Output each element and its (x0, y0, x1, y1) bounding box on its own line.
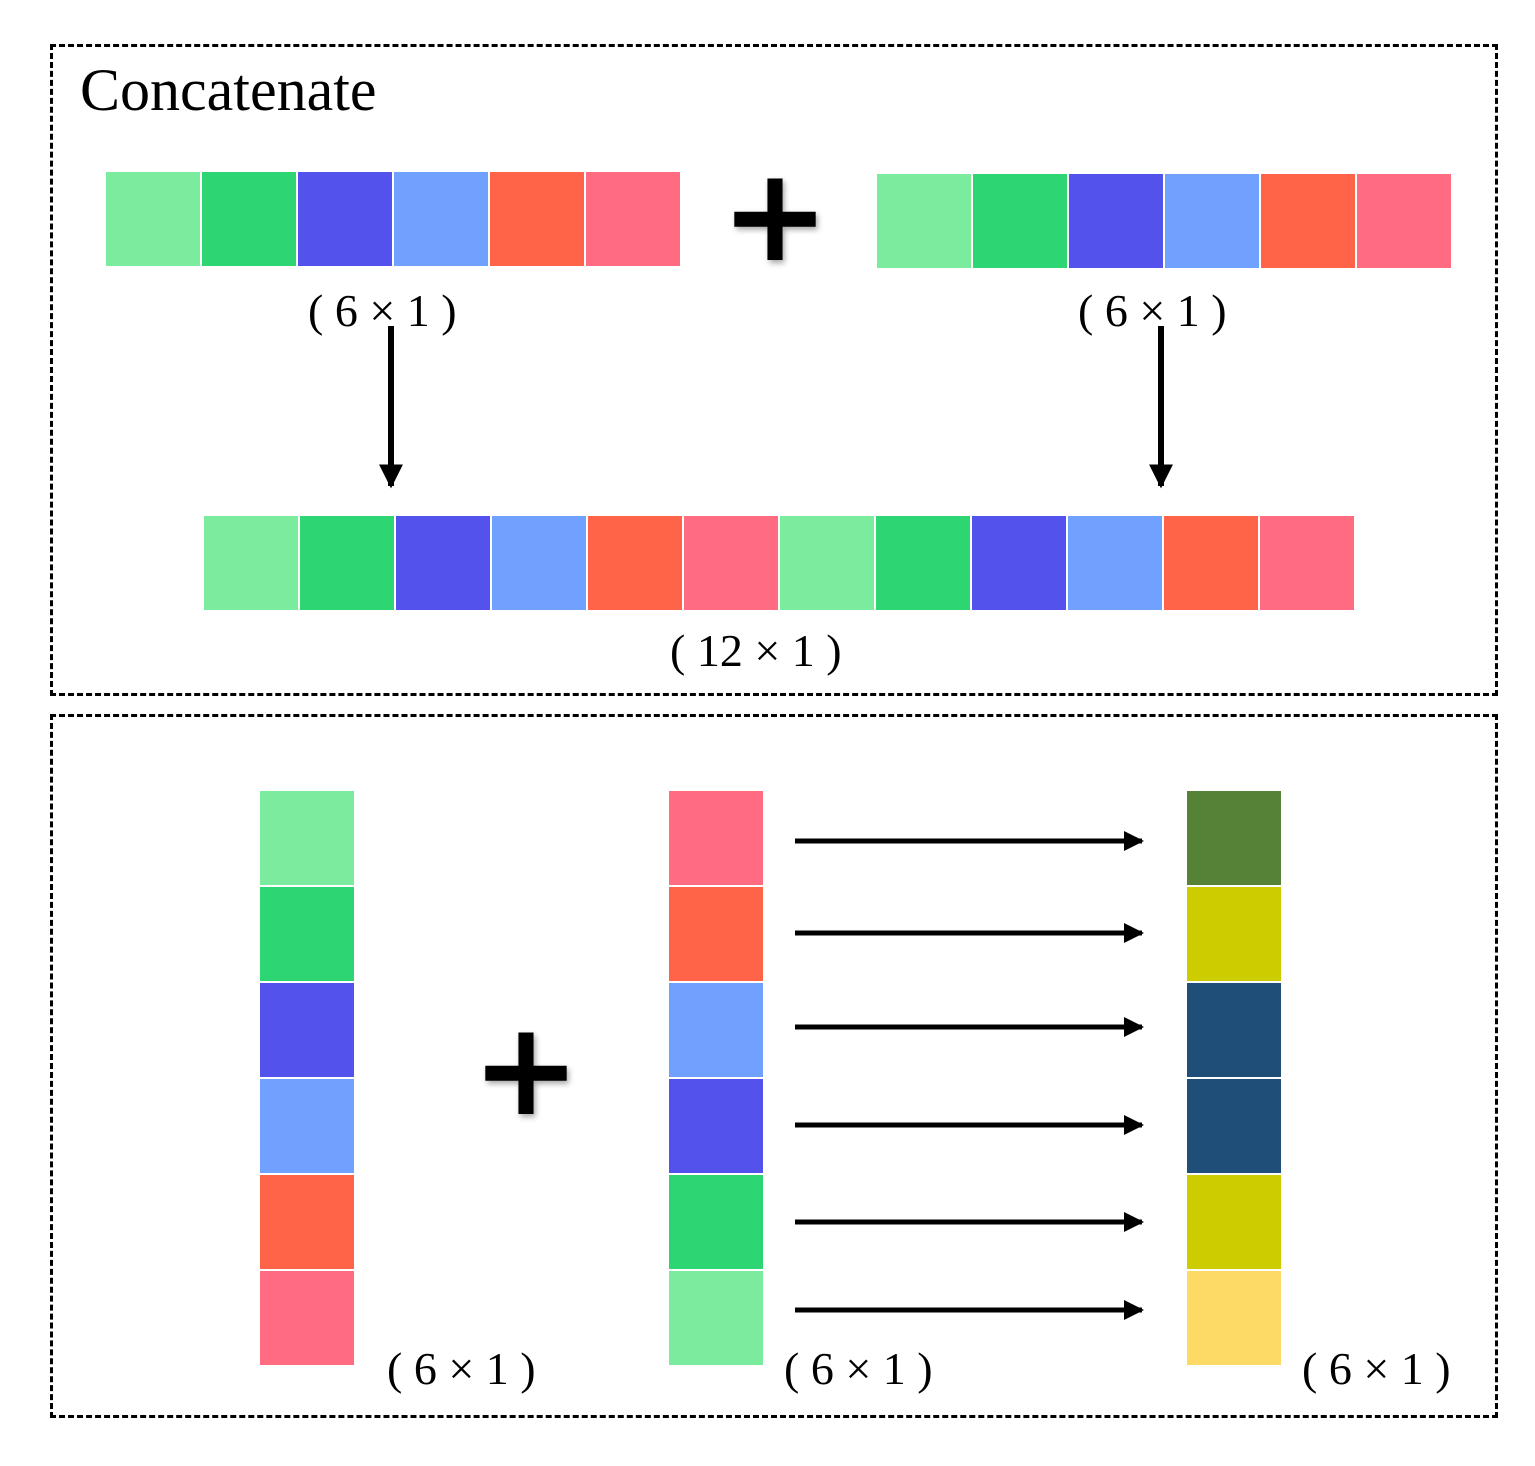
bottom-right-vector (1186, 790, 1282, 1366)
concatenated-vector-cell (203, 515, 299, 611)
concatenated-vector-cell (971, 515, 1067, 611)
top-right-vector-cell (1356, 173, 1452, 269)
top-right-vector-cell (1068, 173, 1164, 269)
bottom-right-vector-cell (1186, 1078, 1282, 1174)
concatenated-vector-cell (779, 515, 875, 611)
concatenated-vector-cell (1259, 515, 1355, 611)
bottom-middle-dim-label: ( 6 × 1 ) (784, 1343, 933, 1394)
bottom-right-vector-cell (1186, 982, 1282, 1078)
top-right-vector-cell (972, 173, 1068, 269)
concatenated-vector-cell (491, 515, 587, 611)
top-left-vector-cell (297, 171, 393, 267)
top-right-vector-cell (1260, 173, 1356, 269)
top-right-vector-cell (1164, 173, 1260, 269)
bottom-left-vector-cell (259, 1078, 355, 1174)
concatenated-vector (203, 515, 1355, 611)
top-left-vector-cell (585, 171, 681, 267)
bottom-left-vector-cell (259, 1174, 355, 1270)
concatenated-vector-cell (1067, 515, 1163, 611)
elementwise-add-panel (50, 714, 1498, 1418)
plus-symbol-bottom: + (471, 993, 581, 1145)
top-left-vector-cell (393, 171, 489, 267)
top-left-vector-cell (201, 171, 297, 267)
bottom-right-vector-cell (1186, 790, 1282, 886)
bottom-right-dim-label: ( 6 × 1 ) (1302, 1343, 1451, 1394)
top-left-vector-cell (489, 171, 585, 267)
bottom-middle-vector (668, 790, 764, 1366)
plus-symbol-top: + (720, 139, 830, 291)
concatenated-vector-cell (395, 515, 491, 611)
bottom-middle-vector-cell (668, 1270, 764, 1366)
bottom-left-vector-cell (259, 1270, 355, 1366)
bottom-middle-vector-cell (668, 982, 764, 1078)
bottom-right-vector-cell (1186, 1174, 1282, 1270)
bottom-right-vector-cell (1186, 886, 1282, 982)
bottom-left-dim-label: ( 6 × 1 ) (387, 1343, 536, 1394)
top-right-dim-label: ( 6 × 1 ) (1078, 285, 1227, 336)
bottom-left-vector-cell (259, 886, 355, 982)
top-right-vector (876, 173, 1452, 269)
concatenate-panel (50, 44, 1498, 696)
concatenated-vector-cell (875, 515, 971, 611)
bottom-left-vector-cell (259, 982, 355, 1078)
bottom-middle-vector-cell (668, 1078, 764, 1174)
top-left-vector-cell (105, 171, 201, 267)
top-right-vector-cell (876, 173, 972, 269)
concatenated-vector-cell (299, 515, 395, 611)
bottom-left-vector (259, 790, 355, 1366)
concatenated-vector-cell (587, 515, 683, 611)
top-left-vector (105, 171, 681, 267)
bottom-middle-vector-cell (668, 886, 764, 982)
panel-title: Concatenate (80, 57, 377, 123)
bottom-left-vector-cell (259, 790, 355, 886)
bottom-right-vector-cell (1186, 1270, 1282, 1366)
concatenated-vector-cell (1163, 515, 1259, 611)
concatenated-vector-cell (683, 515, 779, 611)
bottom-middle-vector-cell (668, 1174, 764, 1270)
bottom-middle-vector-cell (668, 790, 764, 886)
concat-dim-label: ( 12 × 1 ) (670, 625, 842, 676)
top-left-dim-label: ( 6 × 1 ) (308, 285, 457, 336)
